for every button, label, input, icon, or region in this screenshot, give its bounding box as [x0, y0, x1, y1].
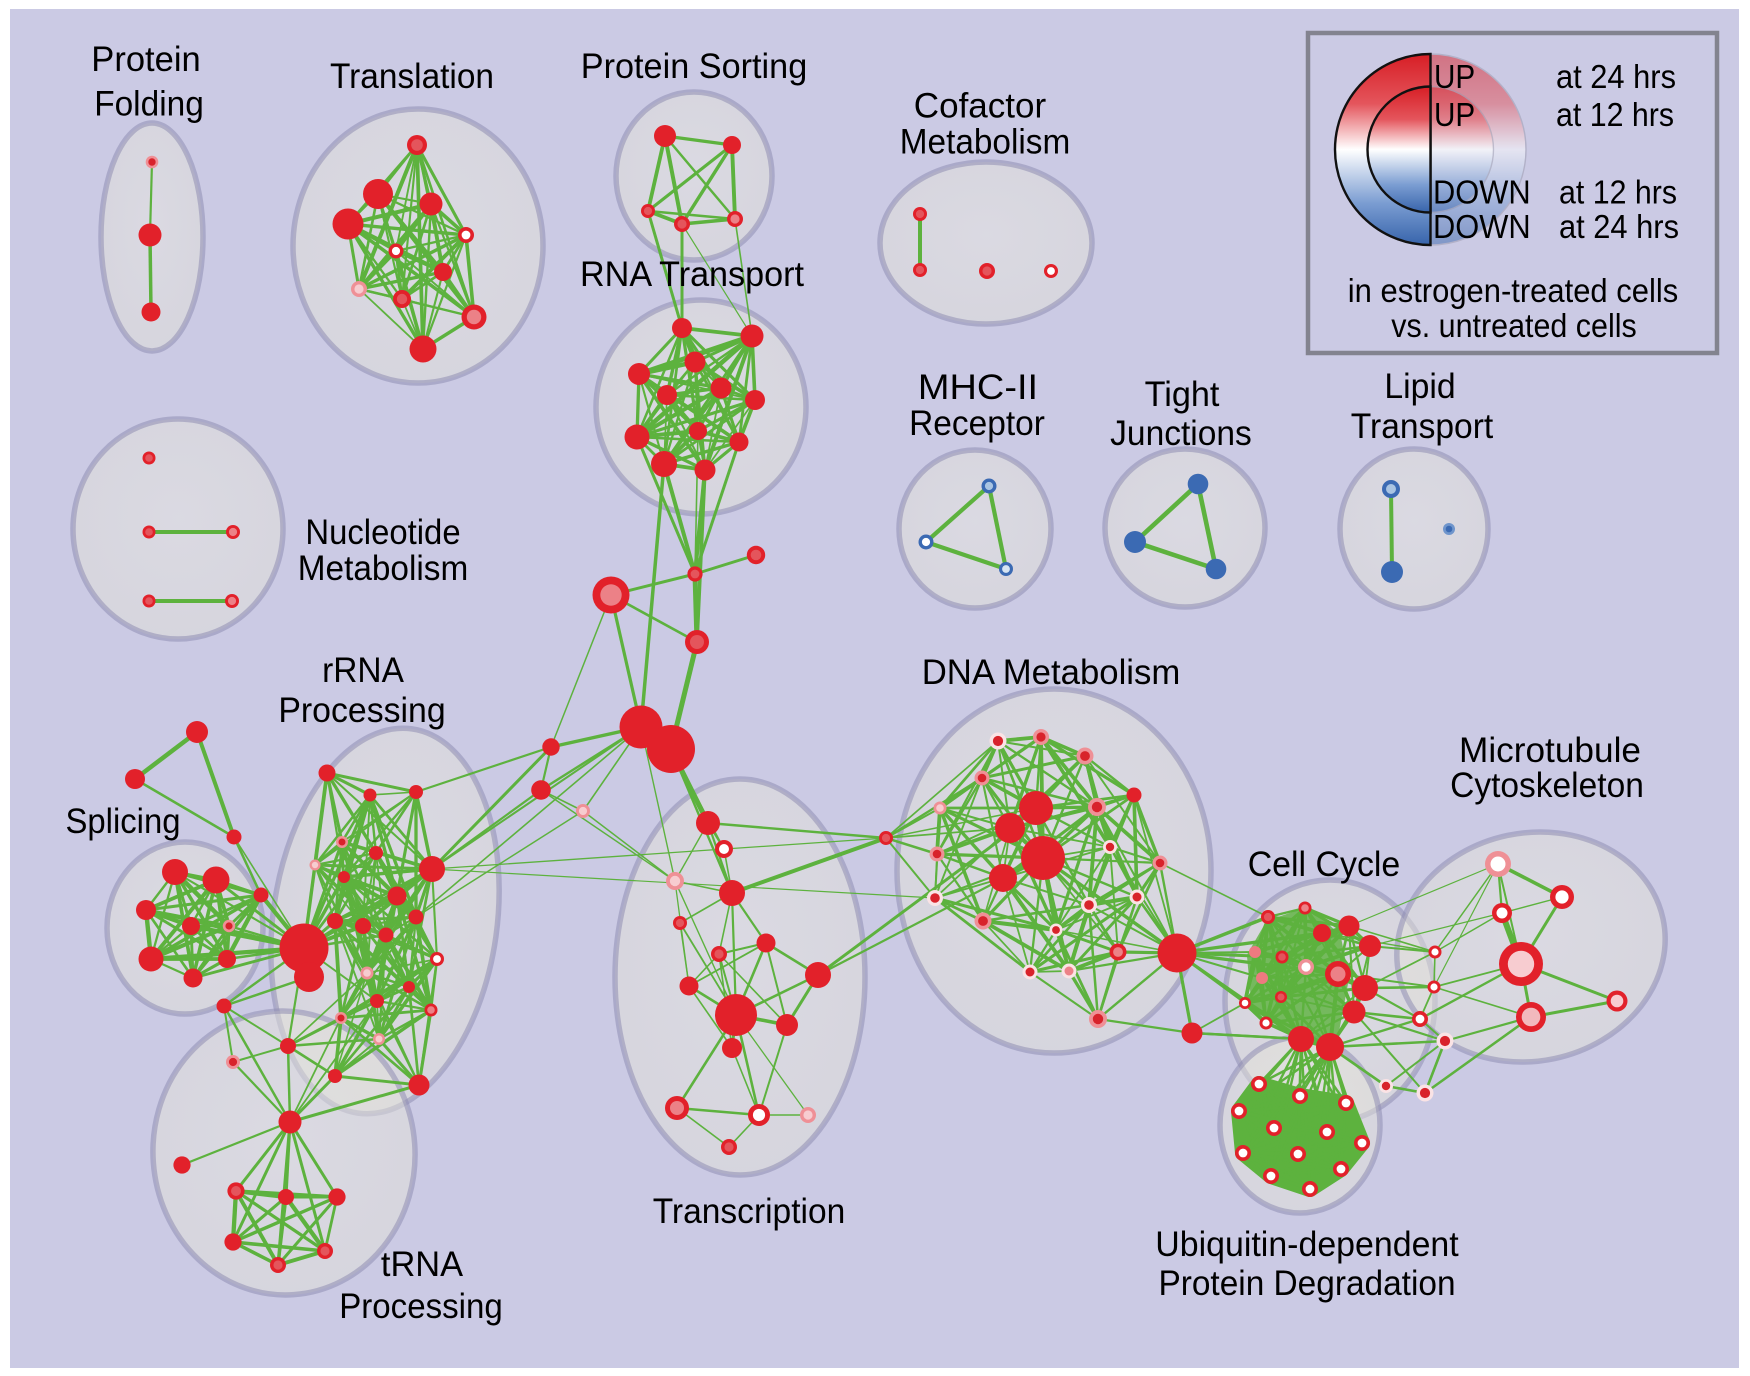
- svg-text:UP: UP: [1434, 58, 1475, 95]
- svg-text:Protein: Protein: [91, 40, 200, 79]
- svg-text:vs. untreated cells: vs. untreated cells: [1391, 307, 1637, 344]
- svg-text:Nucleotide: Nucleotide: [305, 513, 460, 552]
- svg-text:Splicing: Splicing: [65, 802, 180, 841]
- svg-text:at 24 hrs: at 24 hrs: [1556, 58, 1676, 95]
- svg-text:Translation: Translation: [330, 57, 494, 96]
- svg-text:DOWN: DOWN: [1433, 208, 1531, 245]
- svg-text:Cofactor: Cofactor: [914, 87, 1047, 126]
- svg-text:Ubiquitin-dependent: Ubiquitin-dependent: [1155, 1225, 1459, 1264]
- svg-text:Microtubule: Microtubule: [1459, 731, 1641, 770]
- svg-text:Protein Degradation: Protein Degradation: [1158, 1264, 1455, 1303]
- svg-text:DNA Metabolism: DNA Metabolism: [922, 653, 1181, 692]
- svg-text:at 12 hrs: at 12 hrs: [1559, 174, 1677, 211]
- svg-text:Metabolism: Metabolism: [900, 123, 1071, 162]
- svg-text:Lipid: Lipid: [1384, 367, 1455, 406]
- svg-text:rRNA: rRNA: [322, 651, 404, 690]
- svg-text:Junctions: Junctions: [1110, 414, 1252, 453]
- svg-text:at 12 hrs: at 12 hrs: [1556, 96, 1674, 133]
- svg-text:Protein Sorting: Protein Sorting: [581, 47, 808, 86]
- svg-text:Processing: Processing: [278, 691, 445, 730]
- svg-text:Receptor: Receptor: [909, 404, 1045, 443]
- svg-text:MHC-II: MHC-II: [918, 368, 1038, 407]
- svg-text:Transport: Transport: [1351, 407, 1494, 446]
- svg-text:Metabolism: Metabolism: [298, 549, 469, 588]
- svg-text:RNA Transport: RNA Transport: [580, 255, 804, 294]
- svg-text:Processing: Processing: [339, 1287, 503, 1326]
- svg-text:UP: UP: [1434, 96, 1475, 133]
- svg-text:Cytoskeleton: Cytoskeleton: [1450, 766, 1644, 805]
- svg-text:tRNA: tRNA: [381, 1245, 464, 1284]
- svg-text:at 24 hrs: at 24 hrs: [1559, 208, 1679, 245]
- svg-text:Tight: Tight: [1145, 375, 1220, 414]
- svg-text:Cell Cycle: Cell Cycle: [1248, 845, 1401, 884]
- svg-text:Transcription: Transcription: [653, 1192, 846, 1231]
- svg-text:DOWN: DOWN: [1433, 174, 1531, 211]
- svg-text:Folding: Folding: [94, 85, 204, 124]
- svg-text:in estrogen-treated cells: in estrogen-treated cells: [1348, 272, 1678, 309]
